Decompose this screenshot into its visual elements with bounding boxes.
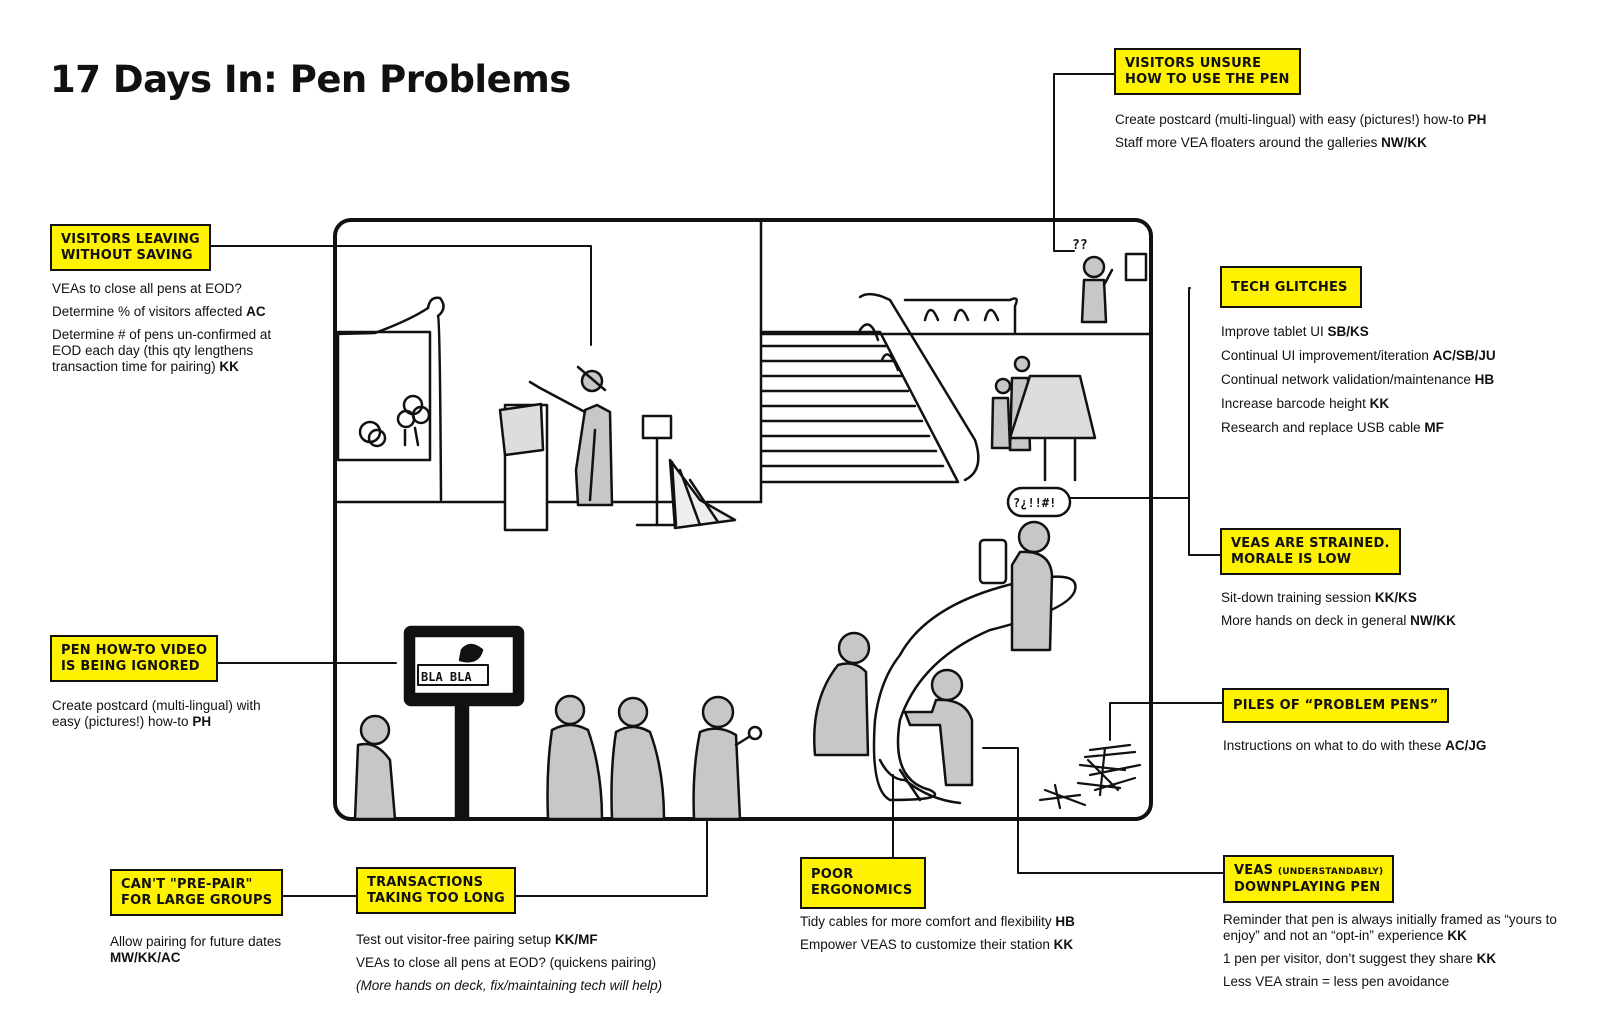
note-item: Create postcard (multi-lingual) with eas… <box>1115 112 1585 128</box>
note-item: Test out visitor-free pairing setup KK/M… <box>356 932 756 948</box>
tag-tech-glitches: Tech glitches <box>1220 266 1362 308</box>
tag-video-ignored: Pen how-to video is being ignored <box>50 635 218 682</box>
note-item: Less VEA strain = less pen avoidance <box>1223 974 1563 990</box>
notes-tech-glitches: Improve tablet UI SB/KS Continual UI impr… <box>1221 323 1591 443</box>
notes-cant-prepair: Allow pairing for future dates MW/KK/AC <box>110 934 310 973</box>
swear-text: ?¿!!#! <box>1013 496 1056 510</box>
notes-visitors-unsure: Create postcard (multi-lingual) with eas… <box>1115 112 1585 158</box>
note-item: Increase barcode height KK <box>1221 395 1591 412</box>
vea-workstation <box>814 522 1075 803</box>
note-item: Staff more VEA floaters around the galle… <box>1115 135 1585 151</box>
note-item: Determine % of visitors affected AC <box>52 304 297 320</box>
note-item: VEAs to close all pens at EOD? <box>52 281 297 297</box>
note-item: Determine # of pens un-confirmed at EOD … <box>52 327 297 375</box>
notes-poor-ergonomics: Tidy cables for more comfort and flexibi… <box>800 914 1180 960</box>
notes-transactions: Test out visitor-free pairing setup KK/M… <box>356 932 756 1001</box>
tag-poor-ergonomics: Poor ergonomics <box>800 857 926 909</box>
note-item: Create postcard (multi-lingual) with eas… <box>52 698 262 730</box>
tag-veas-strained: VEAs are strained. Morale is low <box>1220 528 1401 575</box>
note-item: Improve tablet UI SB/KS <box>1221 323 1591 340</box>
tag-veas-downplaying: VEAs (understandably) downplaying pen <box>1223 855 1394 903</box>
note-item: Tidy cables for more comfort and flexibi… <box>800 914 1180 930</box>
question-marks: ?? <box>1072 238 1088 253</box>
video-sign <box>405 627 523 819</box>
sign-text: BLA BLA <box>421 670 472 684</box>
visitor-queue <box>355 696 761 819</box>
page-title: 17 Days In: Pen Problems <box>50 58 571 101</box>
note-item: Reminder that pen is always initially fr… <box>1223 912 1563 944</box>
note-item: Continual UI improvement/iteration AC/SB… <box>1221 347 1591 364</box>
tag-visitors-leaving: Visitors leaving without saving <box>50 224 211 271</box>
notes-visitors-leaving: VEAs to close all pens at EOD? Determine … <box>52 281 297 382</box>
tag-cant-prepair: Can't "pre-pair" for large groups <box>110 869 283 916</box>
tag-problem-pens: Piles of “problem pens” <box>1222 688 1449 723</box>
note-item: Research and replace USB cable MF <box>1221 419 1591 436</box>
notes-problem-pens: Instructions on what to do with these AC… <box>1223 738 1593 761</box>
note-item: Instructions on what to do with these AC… <box>1223 738 1593 754</box>
note-item: VEAs to close all pens at EOD? (quickens… <box>356 955 756 971</box>
tag-visitors-unsure: Visitors unsure how to use the pen <box>1114 48 1301 95</box>
tag-transactions: Transactions taking too long <box>356 867 516 914</box>
notes-video-ignored: Create postcard (multi-lingual) with eas… <box>52 698 262 737</box>
notes-veas-strained: Sit-down training session KK/KS More hand… <box>1221 590 1591 636</box>
tablet-station <box>992 357 1095 480</box>
note-item: Allow pairing for future dates MW/KK/AC <box>110 934 310 966</box>
note-item: (More hands on deck, fix/maintaining tec… <box>356 978 756 994</box>
problem-pens-pile <box>1040 745 1140 808</box>
grand-staircase <box>761 294 1017 482</box>
note-item: Sit-down training session KK/KS <box>1221 590 1591 606</box>
note-item: 1 pen per visitor, don’t suggest they sh… <box>1223 951 1563 967</box>
note-item: More hands on deck in general NW/KK <box>1221 613 1591 629</box>
note-item: Empower VEAS to customize their station … <box>800 937 1180 953</box>
kiosk-and-staff <box>500 367 735 530</box>
confused-visitor <box>1082 254 1146 322</box>
notes-veas-downplaying: Reminder that pen is always initially fr… <box>1223 912 1563 997</box>
gallery-display-case <box>336 298 444 500</box>
note-item: Continual network validation/maintenance… <box>1221 371 1591 388</box>
